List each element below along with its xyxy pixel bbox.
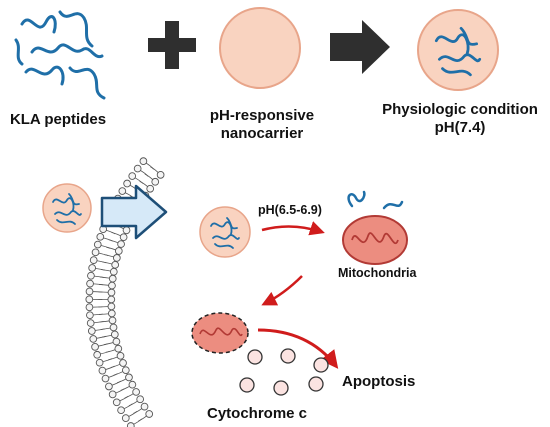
physiologic-label-line1: Physiologic condition [382, 101, 538, 118]
lipid-head [91, 248, 100, 257]
lipid-head [87, 271, 95, 280]
kla-peptides-icon [14, 10, 106, 100]
damaged-mitochondrion-icon [191, 312, 249, 354]
lipid-head [151, 177, 160, 186]
lipid-head [91, 343, 99, 351]
lipid-head [111, 260, 120, 269]
inside-nanocarrier-icon [199, 206, 251, 258]
lipid-head [108, 316, 117, 325]
nanocarrier-label-line1: pH-responsive [209, 107, 315, 124]
lipid-head [136, 395, 145, 404]
lipid-head [96, 232, 105, 241]
lipid-head [114, 247, 123, 255]
lipid-head [89, 335, 98, 343]
lipid-head [139, 157, 148, 166]
lipid-head [88, 264, 96, 272]
red-arrow-to-mitochondria [261, 221, 325, 236]
lipid-head [87, 327, 96, 335]
cytochrome-c-dot [313, 357, 329, 373]
cytochrome-c-dot [308, 376, 324, 392]
loaded-nanocarrier-icon [417, 9, 499, 91]
lipid-head [123, 179, 131, 188]
lipid-head [107, 309, 116, 318]
lipid-head [93, 350, 102, 359]
outside-nanocarrier-icon [42, 183, 92, 233]
lipid-head [98, 366, 107, 375]
lipid-head [133, 164, 142, 173]
mitochondria-label: Mitochondria [338, 266, 417, 280]
lipid-head [121, 414, 130, 422]
cytochrome-c-label: Cytochrome c [207, 405, 308, 422]
lipid-head [128, 380, 137, 389]
lipid-head [121, 366, 130, 375]
lipid-head [125, 373, 133, 382]
lipid-head [89, 256, 98, 264]
lipid-head [117, 240, 125, 248]
lipid-head [118, 187, 127, 195]
nanocarrier-label-line2: nanocarrier [220, 125, 304, 142]
red-arrow-to-apoptosis [257, 328, 339, 369]
lipid-head [109, 323, 118, 332]
lipid-head [86, 319, 95, 327]
acidic-ph-label: pH(6.5-6.9) [258, 203, 322, 217]
lipid-head [145, 410, 154, 418]
lipid-head [140, 402, 149, 411]
lipid-head [85, 287, 94, 296]
lipid-head [95, 358, 104, 367]
lipid-head [116, 351, 125, 360]
apoptosis-label: Apoptosis [342, 373, 416, 390]
cytochrome-c-dot [239, 377, 255, 393]
lipid-head [110, 330, 119, 339]
lipid-head [126, 422, 135, 427]
lipid-head [112, 398, 121, 407]
lipid-head [86, 279, 94, 288]
lipid-head [107, 295, 116, 304]
lipid-head [122, 226, 131, 235]
cytochrome-c-dot [273, 380, 289, 396]
cytochrome-c-dots [239, 348, 329, 396]
nanocarrier-label: pH-responsive nanocarrier [210, 107, 314, 143]
red-arrow-to-damaged-mitochondria [261, 275, 303, 306]
lipid-head [119, 233, 128, 242]
lipid-head [117, 406, 125, 415]
lipid-head [108, 274, 117, 283]
lipid-head [109, 267, 118, 276]
lipid-head [101, 374, 110, 383]
lipid-head [128, 172, 137, 180]
lipid-head [107, 288, 116, 297]
lipid-head [93, 240, 102, 249]
mitochondrion-icon [342, 190, 408, 265]
lipid-head [114, 344, 123, 353]
lipid-head [108, 281, 116, 290]
physiologic-condition-label: Physiologic condition pH(7.4) [382, 101, 538, 137]
nanocarrier-icon [219, 7, 301, 89]
lipid-head [156, 170, 165, 179]
right-arrow-icon [330, 20, 390, 74]
lipid-head [85, 295, 94, 304]
kla-peptides-label: KLA peptides [9, 111, 107, 128]
lipid-head [105, 382, 113, 391]
lipid-head [107, 302, 116, 311]
lipid-head [86, 311, 94, 320]
entry-arrow-icon [100, 184, 168, 240]
lipid-head [85, 303, 94, 312]
lipid-head [146, 184, 155, 193]
lipid-head [112, 254, 121, 262]
plus-icon [148, 21, 196, 69]
lipid-head [112, 337, 121, 346]
lipid-head [108, 390, 117, 399]
cytochrome-c-dot [280, 348, 296, 364]
cytochrome-c-dot [247, 349, 263, 365]
lipid-head [119, 359, 127, 367]
physiologic-label-line2: pH(7.4) [434, 119, 486, 136]
lipid-head [132, 388, 140, 396]
